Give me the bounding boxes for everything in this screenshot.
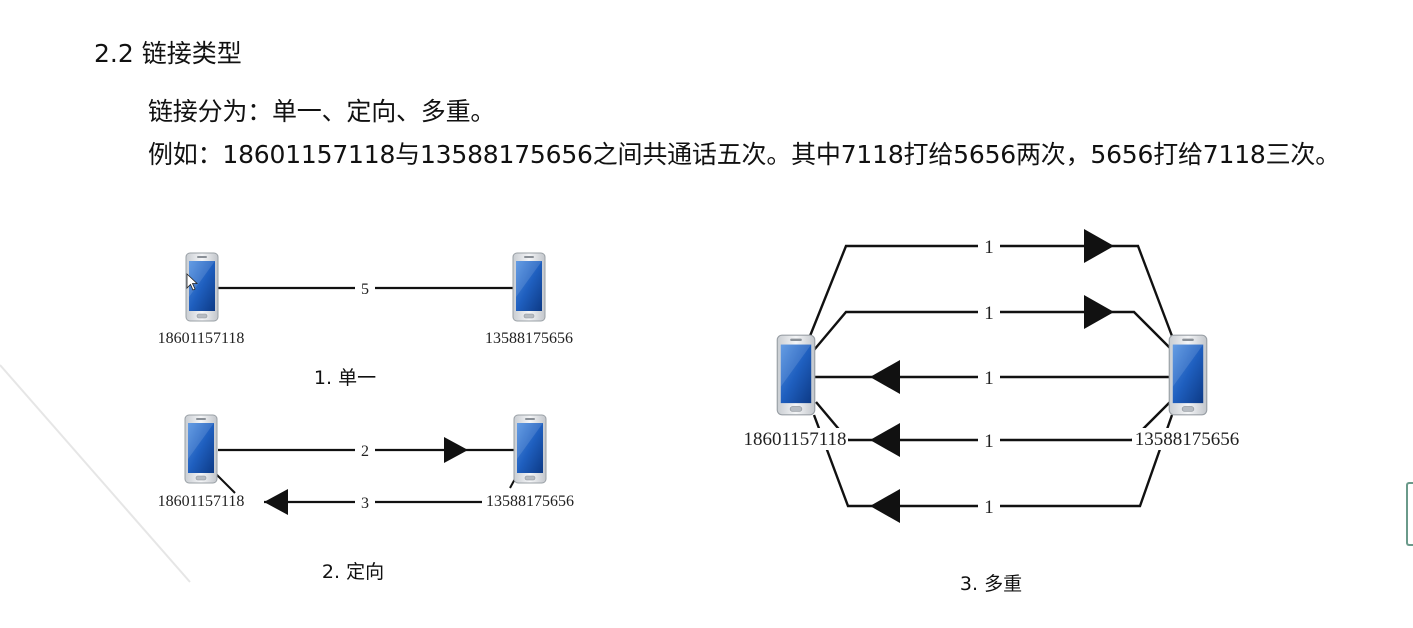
phone-number-left: 18601157118 <box>158 330 245 347</box>
edge-label-directed-bottom: 3 <box>361 495 369 512</box>
smartphone-icon <box>1168 334 1208 416</box>
arrowhead-icon <box>870 360 900 394</box>
edge-label-multiple-2: 1 <box>984 303 994 324</box>
diagram-multiple: 1 1 1 1 1 1860115 <box>742 229 1242 595</box>
arrowhead-icon <box>870 423 900 457</box>
diagram-single: 5 18601157118 13588175656 1. 单一 <box>158 252 573 389</box>
arrowhead-icon <box>870 489 900 523</box>
body-line-example: 例如：18601157118与13588175656之间共通话五次。其中7118… <box>148 140 1341 169</box>
smartphone-icon <box>776 334 816 416</box>
phone-number-right: 13588175656 <box>485 330 573 347</box>
arrowhead-icon <box>444 437 468 463</box>
edge-label-single: 5 <box>361 281 369 298</box>
smartphone-icon <box>185 252 219 322</box>
edge-label-multiple-4: 1 <box>984 431 994 452</box>
phone-number-right: 13588175656 <box>1135 429 1240 450</box>
section-title: 2.2 链接类型 <box>94 39 242 68</box>
arrowhead-icon <box>264 489 288 515</box>
edge-label-multiple-3: 1 <box>984 368 994 389</box>
smartphone-icon <box>513 414 547 484</box>
phone-number-left: 18601157118 <box>158 493 245 510</box>
caption-single: 1. 单一 <box>314 367 376 389</box>
caption-directed: 2. 定向 <box>322 561 384 583</box>
arrowhead-icon <box>1084 229 1114 263</box>
edge-label-multiple-1: 1 <box>984 237 994 258</box>
edge-label-multiple-5: 1 <box>984 497 994 518</box>
arrowhead-icon <box>1084 295 1114 329</box>
diagram-directed: 2 3 18601157118 13588175656 2. 定向 <box>158 414 574 583</box>
edge-label-directed-top: 2 <box>361 443 369 460</box>
scroll-handle[interactable] <box>1406 482 1413 546</box>
decorative-divider <box>0 364 191 583</box>
smartphone-icon <box>184 414 218 484</box>
phone-number-right: 13588175656 <box>486 493 574 510</box>
caption-multiple: 3. 多重 <box>960 573 1022 595</box>
body-line-link-types: 链接分为：单一、定向、多重。 <box>148 97 496 126</box>
smartphone-icon <box>512 252 546 322</box>
phone-number-left: 18601157118 <box>743 429 846 450</box>
mouse-cursor-icon <box>186 273 199 291</box>
